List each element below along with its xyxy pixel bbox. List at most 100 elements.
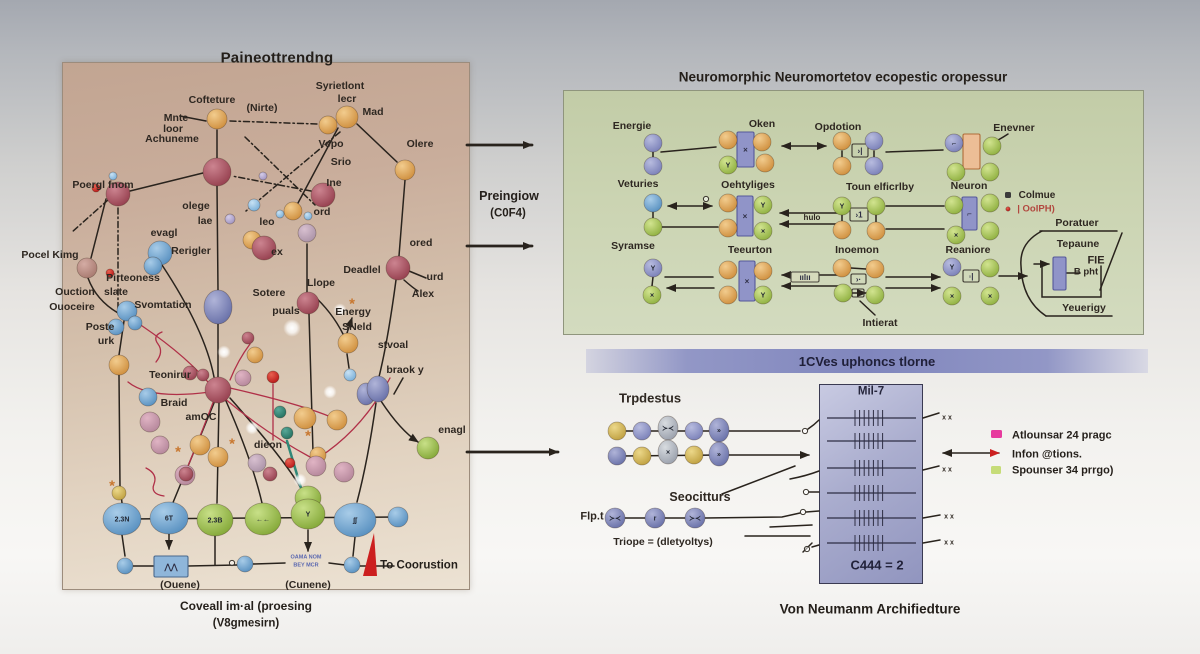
diagram-node	[942, 257, 962, 277]
diagram-node	[982, 136, 1002, 156]
diagram-node	[143, 256, 163, 276]
node-glyph: ←←	[256, 517, 270, 524]
edge	[155, 331, 163, 363]
diagram-node	[138, 387, 158, 407]
edge	[346, 353, 350, 369]
diagram-label: Ouction	[55, 285, 95, 298]
diagram-node	[189, 434, 211, 456]
to-combustion-label: To Coorustion	[380, 559, 458, 572]
edge	[90, 198, 107, 259]
diagram-node	[108, 171, 118, 181]
diagram-node	[107, 318, 125, 336]
diagram-rect	[962, 133, 981, 170]
diagram-node	[944, 195, 964, 215]
edge	[922, 465, 940, 471]
diagram-rect	[961, 196, 978, 231]
diagram-label: x x	[944, 539, 954, 547]
edge	[356, 123, 398, 163]
diagram-label: Braid	[160, 396, 188, 409]
diagram-label: *	[175, 443, 181, 461]
diagram-label: Syrietlont	[315, 79, 365, 92]
diagram-node	[284, 457, 296, 469]
diagram-label: urk	[97, 334, 115, 347]
edge	[231, 175, 312, 192]
diagram-node	[604, 507, 626, 529]
node-glyph: Y	[950, 265, 955, 272]
diagram-label: braok y	[386, 363, 424, 376]
diagram-node	[865, 259, 885, 279]
diagram-label: loor	[163, 122, 183, 135]
diagram-node	[864, 131, 884, 151]
edge	[885, 149, 944, 153]
diagram-node	[283, 201, 303, 221]
diagram-node	[333, 461, 355, 483]
diagram-node	[1005, 206, 1011, 212]
diagram-label: Ine	[326, 176, 342, 189]
diagram-label: *	[109, 477, 115, 495]
diagram-label: Veturies	[617, 177, 659, 190]
diagram-node	[241, 331, 255, 345]
rect-glyph: ⋀⋀	[163, 563, 178, 572]
edge	[187, 564, 238, 567]
diagram-label: Teeurton	[727, 243, 773, 256]
sparkle	[283, 319, 301, 337]
edge	[118, 374, 123, 504]
diagram-node	[753, 195, 773, 215]
diagram-label: amOC	[185, 410, 217, 423]
diagram-label: urd	[426, 270, 444, 283]
diagram-node	[178, 466, 194, 482]
diagram-node	[303, 211, 313, 221]
edge	[805, 510, 820, 513]
diagram-rect	[991, 466, 1001, 474]
diagram-node	[139, 411, 161, 433]
diagram-label: Flp.t	[580, 510, 604, 523]
edge	[363, 533, 377, 576]
edge	[789, 470, 820, 480]
diagram-label: hulo	[803, 213, 821, 222]
ic-banner: 1CVes uphoncs tlorne	[586, 349, 1148, 373]
diagram-label: Poratuer	[1055, 216, 1099, 229]
diagram-node	[643, 217, 663, 237]
diagram-node	[684, 445, 704, 465]
diagram-node	[244, 502, 282, 536]
node-glyph: ×	[950, 294, 954, 301]
edge	[408, 270, 427, 279]
diagram-node	[337, 332, 359, 354]
edge	[87, 277, 119, 314]
diagram-label: Achuneme	[145, 132, 199, 145]
diagram-node	[293, 406, 317, 430]
node-glyph: 2.3N	[115, 517, 130, 524]
edge	[922, 412, 940, 419]
diagram-label: Ouoceire	[49, 300, 95, 313]
diagram-node	[684, 507, 706, 529]
edge	[721, 465, 796, 495]
diagram-label: Energie	[612, 119, 652, 132]
diagram-label: Teonirur	[149, 368, 191, 381]
diagram-node	[116, 300, 138, 322]
edge	[704, 512, 801, 519]
edge	[380, 400, 419, 443]
diagram-label: slate	[104, 285, 128, 298]
node-glyph: ×	[650, 293, 654, 300]
node-glyph: Y	[651, 266, 656, 273]
edge	[378, 279, 397, 378]
diagram-node	[247, 453, 267, 473]
diagram-label: dieon	[254, 438, 282, 451]
diagram-node	[980, 221, 1000, 241]
diagram-label: Pirteoness	[106, 271, 160, 284]
diagram-label: Vepo	[318, 137, 344, 150]
diagram-node	[866, 196, 886, 216]
right-panel-title: Neuromorphic Neuromortetov ecopestic oro…	[678, 69, 1008, 85]
diagram-node	[387, 506, 409, 528]
edge	[352, 536, 356, 557]
diagram-label: leo	[259, 215, 275, 228]
diagram-label: Colmue	[1018, 190, 1056, 201]
diagram-node	[632, 421, 652, 441]
diagram-label: Enevner	[993, 121, 1035, 134]
diagram-label: | OoIPH)	[1017, 203, 1055, 215]
open-terminal	[802, 488, 810, 496]
diagram-label: ex	[271, 245, 283, 258]
node-glyph: ×	[954, 233, 958, 240]
diagram-rect	[736, 131, 755, 168]
edge	[769, 524, 813, 528]
